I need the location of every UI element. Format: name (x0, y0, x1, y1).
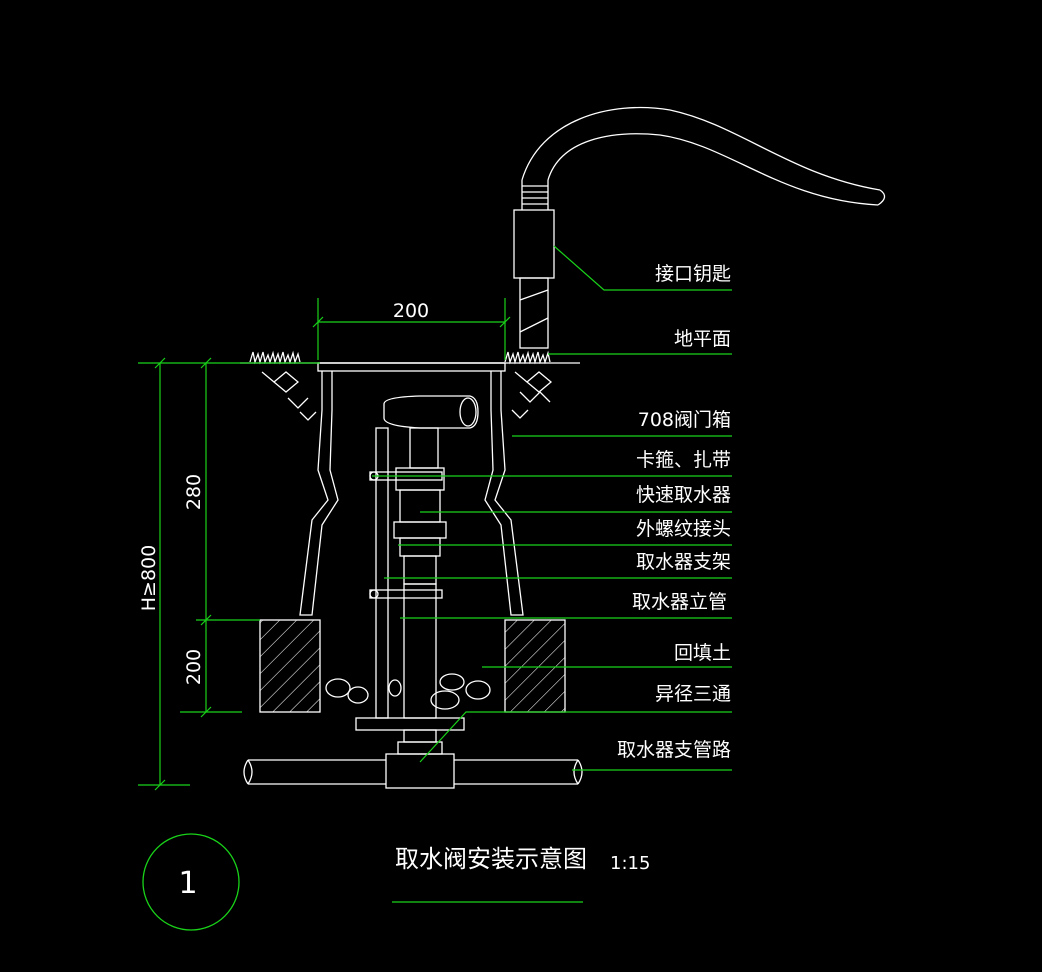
detail-number-circle (142, 833, 240, 931)
title-block: 1 取水阀安装示意图 1:15 (142, 833, 650, 931)
callout-labels: 接口钥匙 地平面 708阀门箱 卡箍、扎带 快速取水器 外螺纹接头 取水器支架 … (617, 263, 731, 761)
callout-ground-level: 地平面 (674, 328, 731, 350)
gravel-backfill (325, 673, 491, 710)
detail-number: 1 (178, 866, 197, 901)
callout-interface-key: 接口钥匙 (655, 263, 731, 285)
callout-leaders (372, 245, 732, 771)
callout-branch-pipe: 取水器支管路 (617, 739, 731, 761)
callout-male-thread-joint: 外螺纹接头 (636, 518, 731, 540)
dimension-base-height: 200 (183, 649, 205, 685)
quick-coupling-valve (369, 395, 479, 719)
dimension-box-height: 280 (183, 474, 205, 510)
hose-with-key (513, 106, 886, 349)
callout-valve-box: 708阀门箱 (638, 409, 731, 431)
callout-riser-pipe: 取水器立管 (632, 591, 727, 613)
dimension-box-width: 200 (393, 300, 429, 322)
ground-line (240, 350, 580, 421)
valve-box (299, 362, 524, 616)
drawing-scale: 1:15 (610, 853, 650, 874)
dimension-lines (138, 298, 511, 791)
pipe-base-and-tee (243, 717, 583, 789)
concrete-base-blocks (259, 619, 566, 713)
dimension-labels: 200 280 200 H≥800 (138, 300, 429, 685)
dimension-total-height: H≥800 (138, 545, 160, 611)
drawing-title: 取水阀安装示意图 (395, 845, 587, 873)
callout-reducing-tee: 异径三通 (655, 683, 731, 705)
callout-clamp-tie: 卡箍、扎带 (636, 449, 731, 471)
callout-backfill: 回填土 (674, 642, 731, 664)
callout-quick-coupling: 快速取水器 (636, 484, 731, 506)
callout-coupling-bracket: 取水器支架 (636, 551, 731, 573)
